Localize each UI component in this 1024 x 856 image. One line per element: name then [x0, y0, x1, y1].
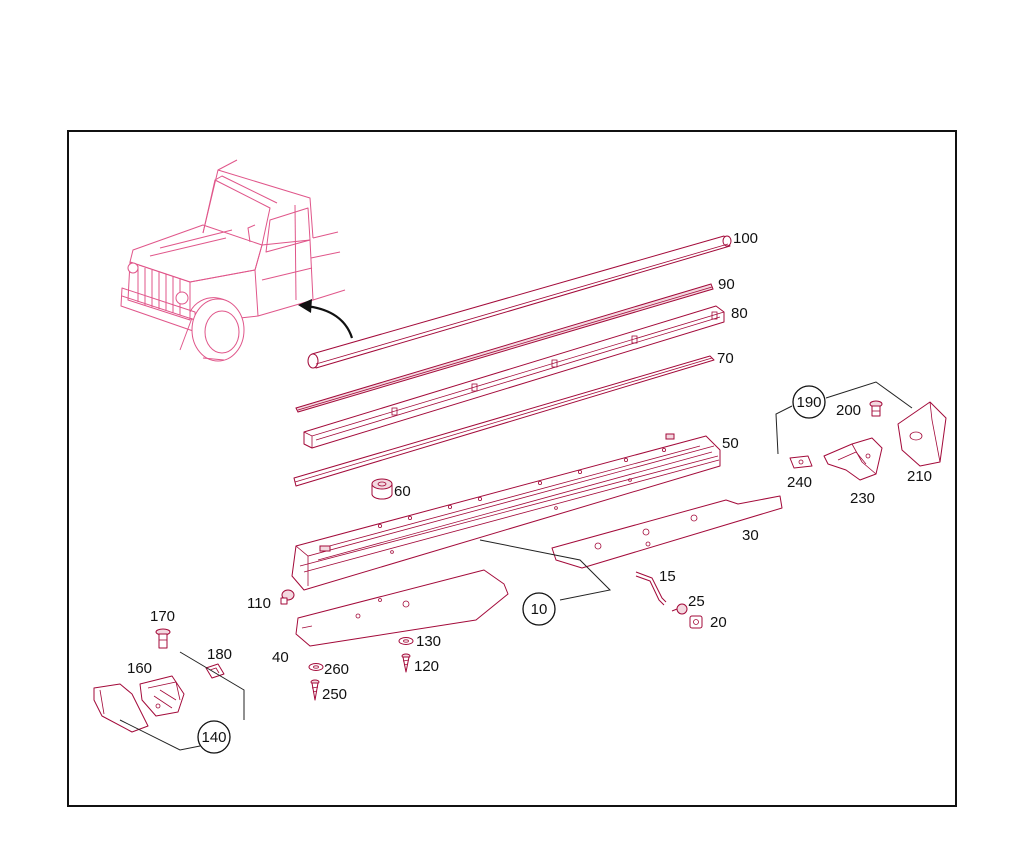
label-120: 120 [414, 658, 439, 675]
part-110-bolt [280, 589, 295, 605]
part-25-bolt [671, 603, 688, 615]
part-60-bushing [371, 478, 393, 500]
leader-190b [825, 381, 913, 409]
label-230: 230 [850, 490, 875, 507]
label-130: 130 [416, 633, 441, 650]
label-40: 40 [272, 649, 289, 666]
part-250-screw [310, 679, 320, 701]
part-260-washer [308, 663, 324, 671]
label-250: 250 [322, 686, 347, 703]
part-160-bracket [139, 675, 185, 717]
label-20: 20 [710, 614, 727, 631]
label-260: 260 [324, 661, 349, 678]
part-170-pin [155, 628, 171, 649]
label-110: 110 [247, 595, 271, 612]
part-100-tube [307, 235, 732, 369]
diagram-frame [67, 130, 957, 807]
callout-circle-140 [197, 720, 231, 754]
part-70-strip [293, 355, 715, 487]
label-25: 25 [688, 593, 705, 610]
label-90: 90 [718, 276, 735, 293]
vehicle-illustration [120, 159, 346, 362]
leader-10 [479, 539, 612, 601]
location-arrow [298, 299, 354, 339]
callout-circle-10 [522, 592, 556, 626]
label-140: 140 [201, 729, 226, 746]
part-130-washer [398, 637, 414, 645]
label-190: 190 [796, 394, 821, 411]
label-15: 15 [659, 568, 676, 585]
label-210: 210 [907, 468, 932, 485]
callout-circle-190 [792, 385, 826, 419]
part-120-screw [401, 653, 411, 673]
part-240-clip [789, 455, 813, 469]
label-170: 170 [150, 608, 175, 625]
part-50-step-frame [291, 433, 721, 591]
label-100: 100 [733, 230, 758, 247]
label-70: 70 [717, 350, 734, 367]
label-240: 240 [787, 474, 812, 491]
part-30-plate [551, 495, 783, 569]
part-80-channel [303, 305, 725, 449]
part-90-strip [295, 283, 714, 413]
part-40-plate [295, 569, 509, 647]
leader-190 [775, 405, 793, 455]
label-200: 200 [836, 402, 861, 419]
leader-140 [179, 651, 245, 720]
label-30: 30 [742, 527, 759, 544]
label-160: 160 [127, 660, 152, 677]
label-50: 50 [722, 435, 739, 452]
part-230-bracket [823, 437, 883, 481]
label-80: 80 [731, 305, 748, 322]
part-200-bolt [869, 400, 883, 417]
part-15-strap [635, 571, 667, 606]
part-180-clip [205, 663, 225, 679]
label-180: 180 [207, 646, 232, 663]
label-60: 60 [394, 483, 411, 500]
leader-140b [119, 719, 201, 751]
part-210-endcap [897, 401, 947, 467]
label-10: 10 [531, 601, 548, 618]
part-140-cover [93, 683, 149, 733]
part-20-nut [689, 615, 703, 629]
